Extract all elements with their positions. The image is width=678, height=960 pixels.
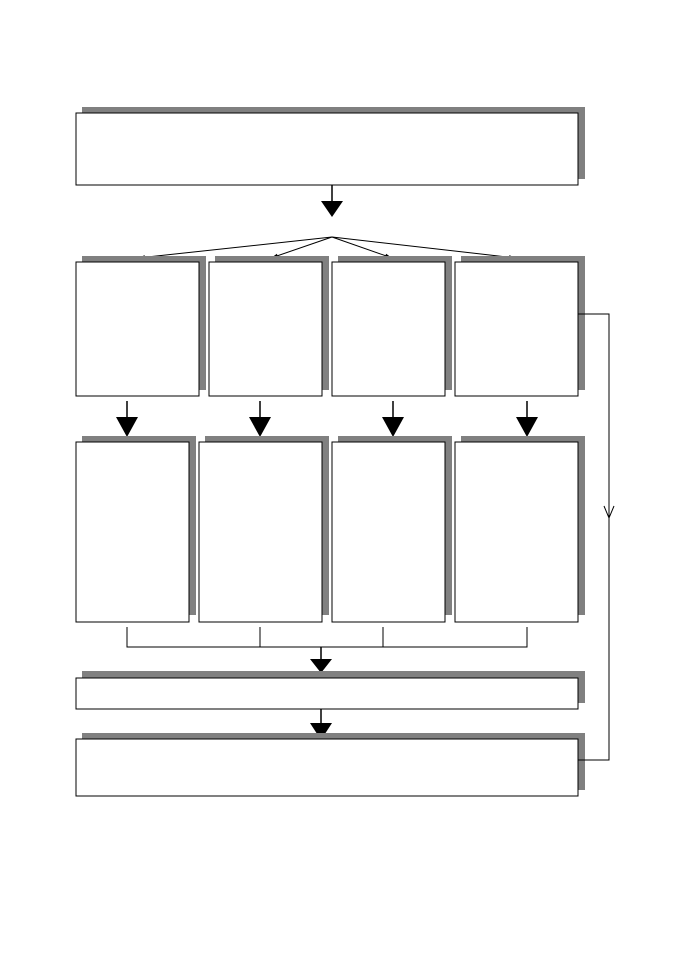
row2-box-4 bbox=[454, 436, 585, 623]
merge-arrowhead bbox=[310, 659, 332, 673]
row2-box-2 bbox=[198, 436, 329, 623]
row2-box-3 bbox=[331, 436, 452, 623]
merge-bracket bbox=[126, 627, 528, 660]
row1-box-1 bbox=[75, 256, 206, 397]
bottom-box bbox=[75, 733, 585, 797]
row-down-arrows bbox=[116, 401, 538, 437]
fan-out-arrows bbox=[137, 236, 517, 260]
merge-box bbox=[75, 671, 585, 710]
row1-box-2 bbox=[208, 256, 329, 397]
row1-box-4 bbox=[454, 256, 585, 397]
top-down-arrow bbox=[321, 185, 343, 217]
row2-box-1 bbox=[75, 436, 196, 623]
row1-box-3 bbox=[331, 256, 452, 397]
top-box bbox=[75, 107, 585, 186]
side-connector bbox=[578, 313, 615, 761]
bottom-down-arrow bbox=[310, 709, 332, 740]
